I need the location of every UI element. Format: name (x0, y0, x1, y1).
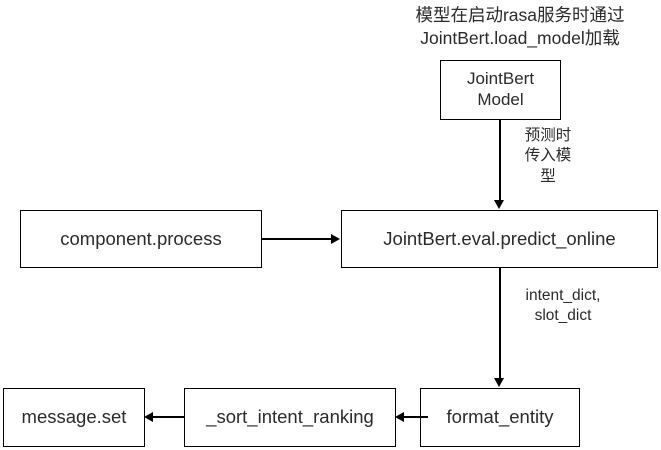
edge-format-to-sort-line (404, 416, 428, 418)
edge-sort-to-message-line (153, 416, 184, 418)
edge-model-to-predict-line (499, 120, 501, 202)
edge-process-to-predict-arrowhead-icon (331, 233, 340, 244)
edge-label-model-to-predict: 预测时 传入模 型 (524, 127, 572, 185)
node-component-process[interactable]: component.process (20, 210, 262, 268)
edge-process-to-predict-line (262, 238, 333, 240)
diagram-title-caption: 模型在启动rasa服务时通过 JointBert.load_model加载 (415, 5, 625, 48)
node-message-set[interactable]: message.set (3, 388, 145, 447)
edge-model-to-predict-arrowhead-icon (494, 200, 504, 209)
node-sort-intent-ranking[interactable]: _sort_intent_ranking (184, 388, 396, 447)
edge-label-predict-to-format: intent_dict, slot_dict (525, 287, 601, 325)
edge-sort-to-message-arrowhead-icon (144, 411, 153, 422)
edge-predict-to-format-arrowhead-icon (494, 378, 504, 387)
node-jointbert-eval-predict-online[interactable]: JointBert.eval.predict_online (341, 210, 658, 268)
node-jointbert-model[interactable]: JointBert Model (440, 60, 561, 120)
edge-format-to-sort-arrowhead-icon (395, 411, 404, 422)
node-format-entity[interactable]: format_entity (420, 388, 580, 447)
edge-predict-to-format-line (499, 268, 501, 380)
